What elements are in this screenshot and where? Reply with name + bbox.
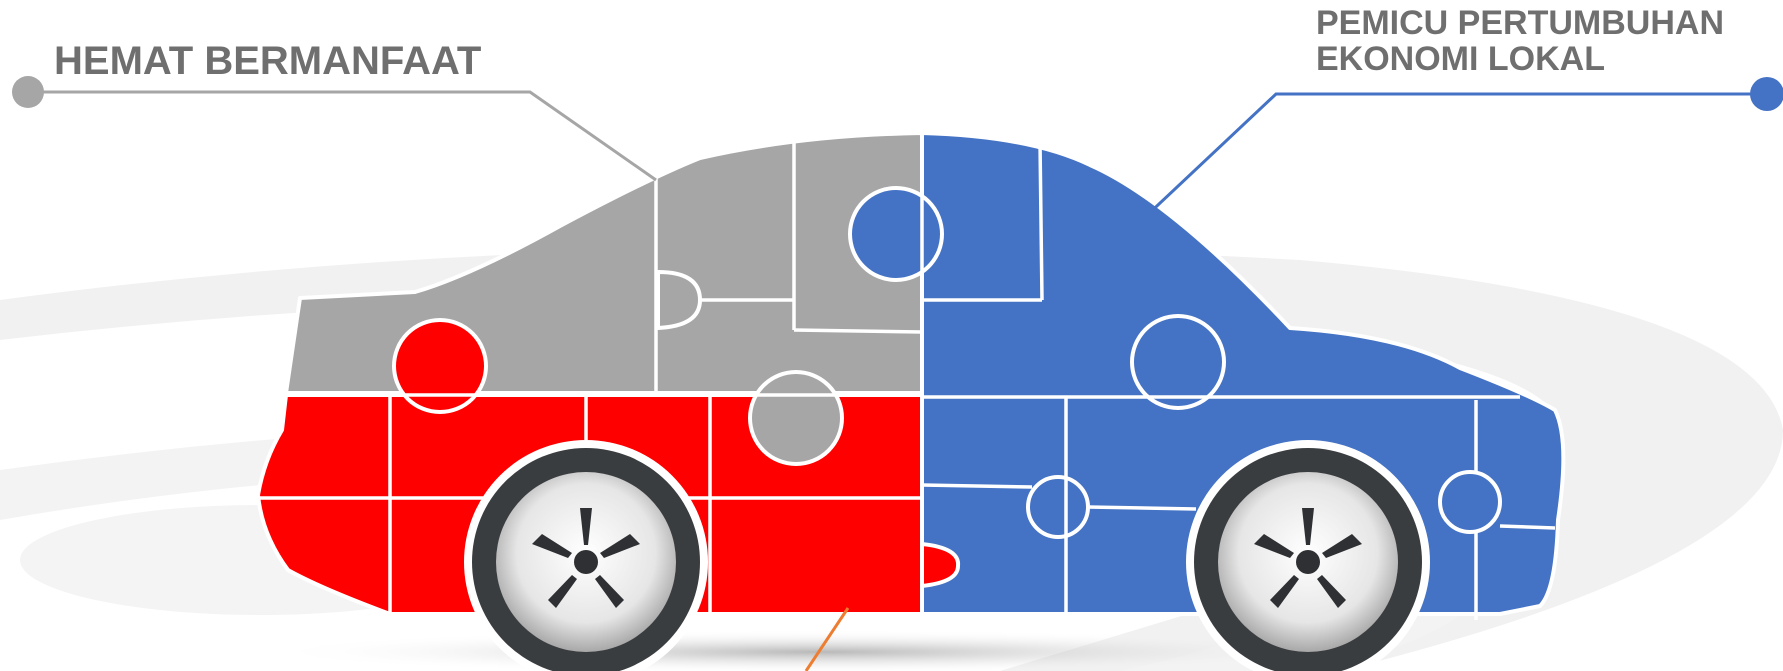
callout-left-label: HEMAT BERMANFAAT bbox=[54, 39, 482, 83]
callout-right-line-2: EKONOMI LOKAL bbox=[1316, 39, 1605, 78]
callout-bottom-leader bbox=[804, 607, 850, 671]
red-knob bbox=[392, 318, 488, 414]
wheel-icon bbox=[532, 508, 640, 608]
blue-knob-top bbox=[848, 186, 944, 282]
callout-right-label: PEMICU PERTUMBUHAN EKONOMI LOKAL bbox=[1316, 4, 1724, 78]
red-small-knob bbox=[920, 542, 961, 588]
blue-knob-mid bbox=[1130, 314, 1226, 410]
blue-knob-small-1 bbox=[1026, 475, 1090, 539]
gray-knob bbox=[748, 370, 844, 466]
wheel-icon bbox=[1254, 508, 1362, 608]
callout-left-leader bbox=[12, 76, 657, 182]
blue-knob-small-2 bbox=[1438, 470, 1502, 534]
callout-right-leader bbox=[1140, 77, 1783, 222]
front-wheel bbox=[464, 440, 708, 671]
rear-wheel bbox=[1186, 440, 1430, 671]
callout-right-line-1: PEMICU PERTUMBUHAN bbox=[1316, 4, 1724, 42]
